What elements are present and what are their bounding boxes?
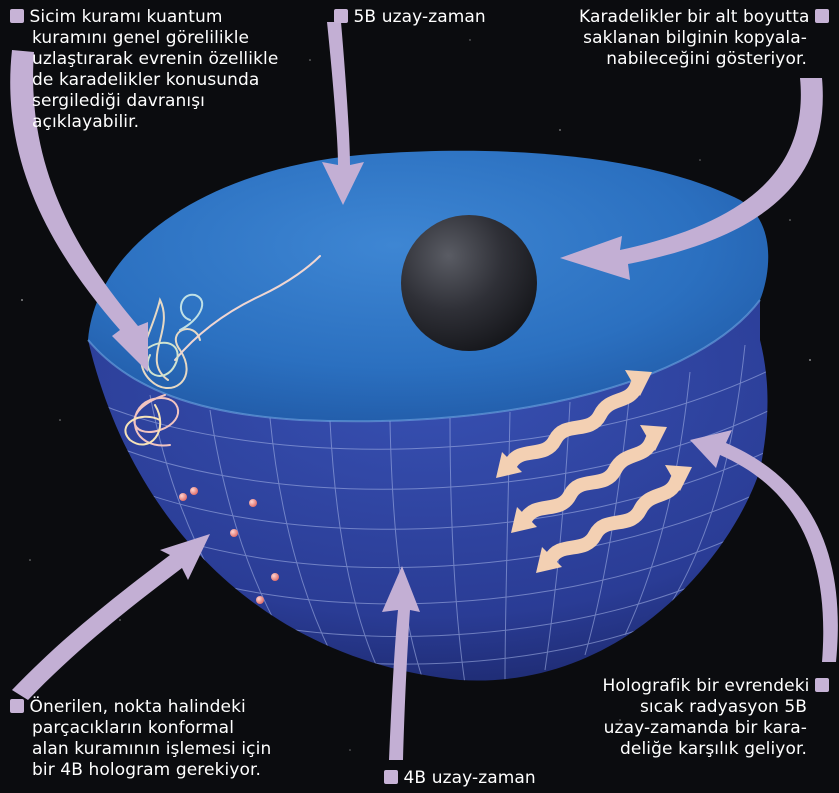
- annotation-radiation: Holografik bir evrendeki sıcak radyasyon…: [603, 676, 829, 760]
- bullet-marker: [384, 770, 398, 784]
- bullet-marker: [815, 9, 829, 23]
- annotation-4d-spacetime: 4B uzay-zaman: [384, 768, 536, 789]
- bullet-marker: [10, 9, 24, 23]
- annotation-hologram-4d: Önerilen, nokta halindeki parçacıkların …: [10, 697, 271, 781]
- arrow-hologram-4d: [12, 534, 210, 700]
- bullet-marker: [334, 9, 348, 23]
- annotation-string-theory: Sicim kuramı kuantum kuramını genel göre…: [10, 7, 278, 133]
- annotation-5d-spacetime: 5B uzay-zaman: [334, 7, 486, 28]
- black-hole: [401, 215, 537, 351]
- bullet-marker: [10, 699, 24, 713]
- bullet-marker: [815, 678, 829, 692]
- annotation-black-holes: Karadelikler bir alt boyutta saklanan bi…: [579, 7, 829, 70]
